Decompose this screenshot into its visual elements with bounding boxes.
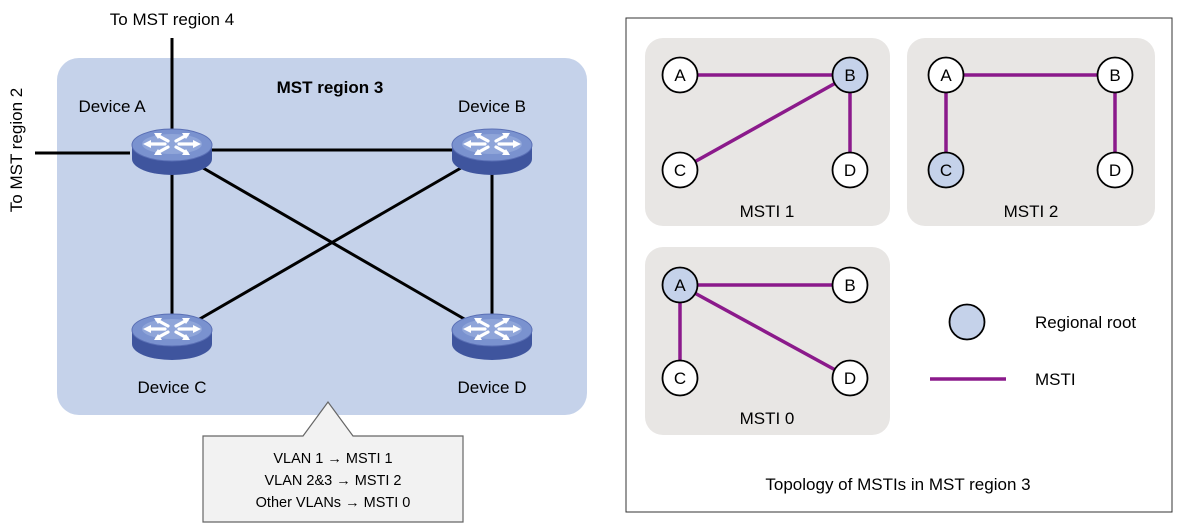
link-up-label: To MST region 4 (110, 10, 234, 29)
msti-1-node-c (661, 151, 699, 189)
msti-0-node-b-label: B (844, 276, 855, 295)
router-icon-device-d (450, 312, 534, 362)
region-title: MST region 3 (277, 78, 384, 97)
device-b-label: Device B (458, 97, 526, 116)
router-icon-device-b (450, 127, 534, 177)
msti-0-node-c (661, 359, 699, 397)
link-b-c (171, 148, 493, 337)
msti-2-node-a (927, 56, 965, 94)
vlan-mapping-callout (202, 400, 464, 523)
msti-2-node-c-root (927, 151, 965, 189)
msti-1-panel: A B C D MSTI 1 (645, 38, 890, 226)
msti-0-node-a-label: A (674, 276, 686, 295)
msti-0-node-b (831, 266, 869, 304)
router-icon-device-a (130, 127, 214, 177)
msti-0-node-d-label: D (844, 369, 856, 388)
msti-0-link-a-d (679, 283, 851, 380)
device-a-label: Device A (78, 97, 146, 116)
device-c-label: Device C (138, 378, 207, 397)
msti-2-node-a-label: A (940, 66, 952, 85)
link-left-label: To MST region 2 (7, 88, 26, 212)
msti-1-label: MSTI 1 (740, 202, 795, 221)
msti-1-node-b-label: B (844, 66, 855, 85)
device-d-label: Device D (458, 378, 527, 397)
msti-0-node-d (831, 359, 869, 397)
msti-2-node-d (1096, 151, 1134, 189)
msti-0-label: MSTI 0 (740, 409, 795, 428)
msti-2-node-d-label: D (1109, 161, 1121, 180)
msti-0-panel: A B C D MSTI 0 (645, 247, 890, 435)
legend-msti-label: MSTI (1035, 370, 1076, 389)
msti-1-node-d-label: D (844, 161, 856, 180)
msti-1-node-d (831, 151, 869, 189)
msti-2-node-c-label: C (940, 161, 952, 180)
mapping-line-1: VLAN 1 → MSTI 1 (273, 451, 392, 467)
router-icon-device-c (130, 312, 214, 362)
mapping-line-3: Other VLANs → MSTI 0 (256, 495, 411, 511)
msti-1-node-a-label: A (674, 66, 686, 85)
msti-0-node-c-label: C (674, 369, 686, 388)
legend: Regional root MSTI (930, 303, 1136, 389)
msti-1-node-b-root (831, 56, 869, 94)
legend-root-label: Regional root (1035, 313, 1136, 332)
msti-2-node-b (1096, 56, 1134, 94)
msti-1-node-c-label: C (674, 161, 686, 180)
msti-2-panel: A B C D MSTI 2 (907, 38, 1155, 226)
msti-0-node-a-root (661, 266, 699, 304)
msti-2-label: MSTI 2 (1004, 202, 1059, 221)
mapping-line-2: VLAN 2&3 → MSTI 2 (265, 473, 402, 489)
msti-2-node-b-label: B (1109, 66, 1120, 85)
msti-1-link-b-c (679, 73, 851, 172)
topology-caption: Topology of MSTIs in MST region 3 (765, 475, 1030, 494)
legend-root-icon (948, 303, 986, 341)
msti-1-node-a (661, 56, 699, 94)
